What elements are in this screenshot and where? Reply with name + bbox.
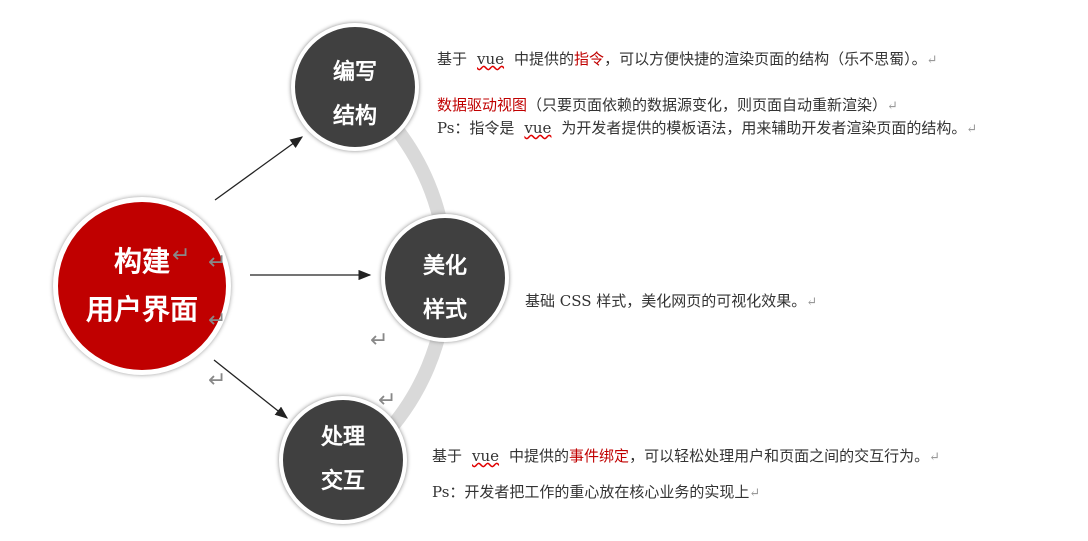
node-write-structure: 编写 结构 [291, 23, 419, 151]
interaction-desc-2: Ps：开发者把工作的重心放在核心业务的实现上↵ [432, 483, 761, 501]
node-line-1: 美化 [422, 254, 467, 279]
paragraph-mark-icon: ↵ [208, 250, 227, 275]
center-line-2: 用户界面 [85, 293, 198, 326]
style-desc-1: 基础 CSS 样式，美化网页的可视化效果。↵ [525, 292, 818, 310]
paragraph-mark-icon: ↵ [378, 388, 397, 413]
paragraph-mark-icon: ↵ [208, 368, 227, 393]
paragraph-mark-icon: ↵ [208, 308, 227, 333]
node-handle-interaction: 处理 交互 [279, 396, 407, 524]
center-line-1: 构建 [113, 245, 170, 278]
node-line-1: 处理 [320, 425, 365, 450]
node-beautify-style: 美化 样式 [381, 214, 509, 342]
node-line-2: 结构 [332, 104, 377, 129]
node-line-2: 交互 [320, 469, 365, 494]
node-line-1: 编写 [332, 60, 377, 85]
node-line-2: 样式 [422, 298, 467, 323]
arrow-to-structure [214, 136, 304, 201]
paragraph-mark-icon: ↵ [172, 243, 191, 268]
arrow-to-interaction [213, 359, 289, 419]
paragraph-mark-icon: ↵ [370, 328, 389, 353]
structure-desc-2: 数据驱动视图（只要页面依赖的数据源变化，则页面自动重新渲染）↵ [437, 96, 898, 114]
center-node-build-ui: 构建 用户界面 [53, 197, 231, 375]
